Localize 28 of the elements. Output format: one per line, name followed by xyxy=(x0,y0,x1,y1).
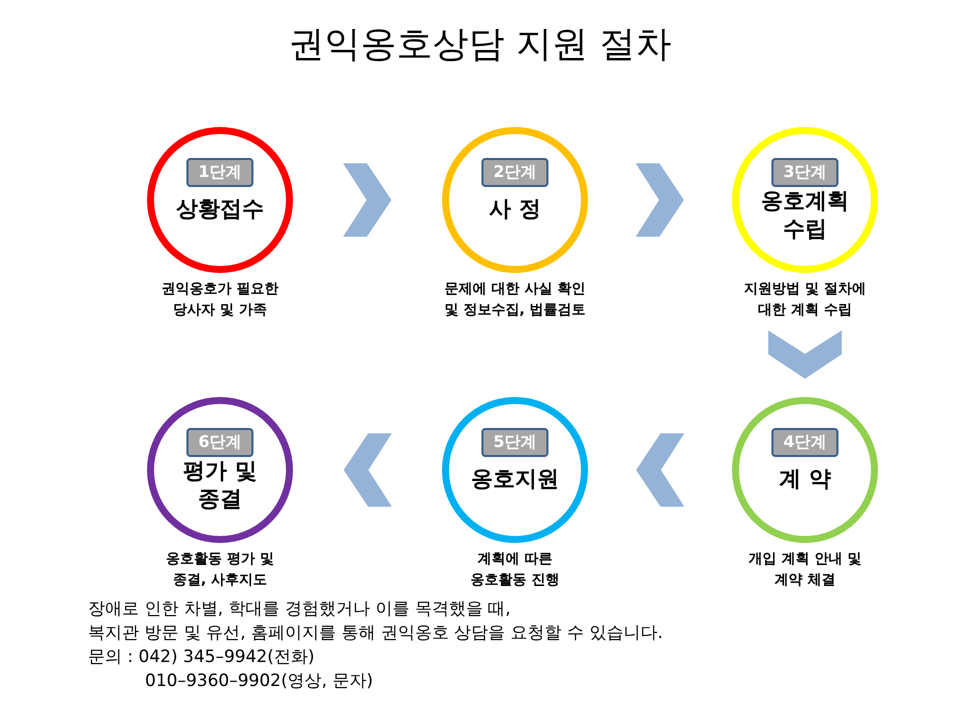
step-title: 상황접수 xyxy=(175,196,265,224)
step-description: 계획에 따른 옹호활동 진행 xyxy=(470,550,560,590)
step-badge: 6단계 xyxy=(186,428,254,457)
step-description: 문제에 대한 사실 확인 및 정보수집, 법률검토 xyxy=(443,280,587,320)
chevron-arrow xyxy=(768,330,842,379)
title: 권익옹호상담 지원 절차 xyxy=(288,23,672,67)
step-badge: 1단계 xyxy=(186,158,254,187)
note-text: 문의 : 042) 345–9942(전화) xyxy=(88,646,314,668)
step-title: 옹호계획 수립 xyxy=(760,188,850,244)
step-title: 평가 및 종결 xyxy=(182,458,258,514)
chevron-arrow xyxy=(343,163,392,237)
step-badge: 3단계 xyxy=(771,158,839,187)
step-title: 계 약 xyxy=(778,466,832,494)
step-badge: 4단계 xyxy=(771,428,839,457)
step-title: 사 정 xyxy=(488,196,542,224)
note-text: 복지관 방문 및 유선, 홈페이지를 통해 권익옹호 상담을 요청할 수 있습니다. xyxy=(88,622,663,644)
chevron-arrow xyxy=(344,433,392,507)
step-description: 권익옹호가 필요한 당사자 및 가족 xyxy=(160,280,280,320)
note-text: 010–9360–9902(영상, 문자) xyxy=(145,670,374,692)
step-badge: 5단계 xyxy=(481,428,549,457)
step-description: 옹호활동 평가 및 종결, 사후지도 xyxy=(165,550,275,590)
step-description: 지원방법 및 절차에 대한 계획 수립 xyxy=(743,280,867,320)
step-badge: 2단계 xyxy=(481,158,549,187)
note-text: 장애로 인한 차별, 학대를 경험했거나 이를 목격했을 때, xyxy=(88,598,511,620)
step-title: 옹호지원 xyxy=(470,466,560,494)
chevron-arrow xyxy=(636,163,684,237)
step-description: 개입 계획 안내 및 계약 체결 xyxy=(748,550,862,590)
chevron-arrow xyxy=(636,433,684,507)
